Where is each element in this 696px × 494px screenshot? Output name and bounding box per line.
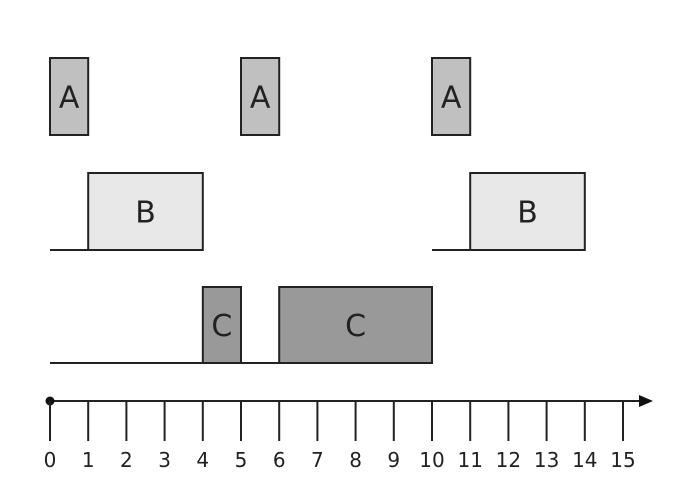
block-c-1: [278, 286, 434, 364]
block-label-a-1: A: [250, 81, 271, 116]
block-label-b-1: B: [517, 196, 538, 231]
tick-label-9: 9: [387, 448, 400, 472]
tick-label-0: 0: [44, 448, 57, 472]
axis-arrow-icon: [639, 395, 653, 407]
block-b-0: [87, 172, 204, 251]
tick-label-8: 8: [349, 448, 362, 472]
tick-label-4: 4: [196, 448, 209, 472]
tick-label-12: 12: [496, 448, 521, 472]
block-a-0: [49, 57, 90, 136]
tick-label-7: 7: [311, 448, 324, 472]
block-label-a-0: A: [59, 81, 80, 116]
block-a-1: [240, 57, 281, 136]
tick-label-3: 3: [158, 448, 171, 472]
tick-label-14: 14: [572, 448, 597, 472]
block-label-a-2: A: [441, 81, 462, 116]
tick-label-2: 2: [120, 448, 133, 472]
block-label-c-1: C: [345, 309, 366, 344]
tick-label-1: 1: [82, 448, 95, 472]
tick-label-15: 15: [610, 448, 635, 472]
tick-label-10: 10: [419, 448, 444, 472]
block-label-b-0: B: [135, 196, 156, 231]
block-b-1: [469, 172, 586, 251]
tick-label-13: 13: [534, 448, 559, 472]
block-label-c-0: C: [211, 309, 232, 344]
tick-label-6: 6: [273, 448, 286, 472]
block-a-2: [431, 57, 472, 136]
tick-label-5: 5: [235, 448, 248, 472]
tick-label-11: 11: [457, 448, 482, 472]
block-c-0: [201, 286, 243, 364]
